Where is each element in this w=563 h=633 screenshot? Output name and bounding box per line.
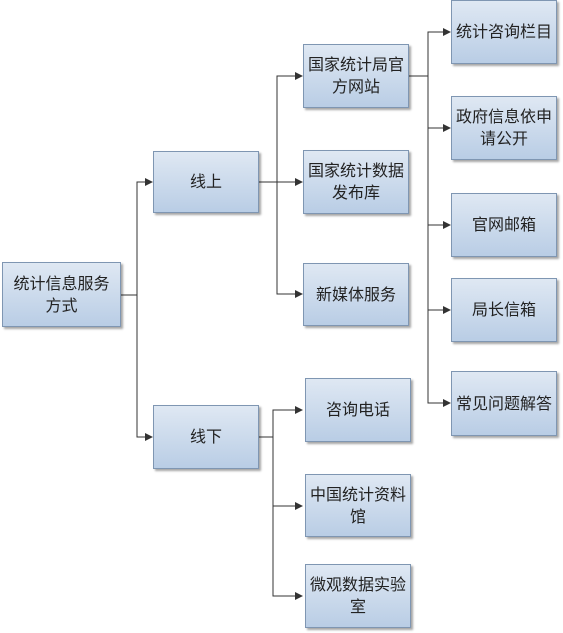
node-consult-column: 统计咨询栏目 (451, 0, 557, 64)
node-data-release-database-label: 国家统计数据发布库 (308, 161, 405, 202)
node-online-label: 线上 (189, 172, 222, 191)
node-root: 统计信息服务方式 (2, 262, 121, 327)
node-online: 线上 (153, 151, 259, 213)
connector-online-website (259, 72, 303, 183)
node-consult-phone-label: 咨询电话 (325, 400, 390, 419)
node-root-label: 统计信息服务方式 (13, 273, 110, 315)
node-faq-label: 常见问题解答 (456, 393, 553, 413)
node-offline-label: 线下 (189, 427, 222, 446)
connector-offline-lab (272, 506, 303, 600)
node-website-mailbox-label: 官网邮箱 (471, 215, 536, 234)
connector-website-mailbox (427, 128, 451, 229)
node-website-mailbox: 官网邮箱 (451, 193, 557, 257)
connector-website-consult (409, 28, 451, 77)
node-statistics-archive-label: 中国统计资料馆 (310, 484, 407, 526)
node-statistics-archive: 中国统计资料馆 (305, 474, 411, 537)
node-official-website-label: 国家统计局官方网站 (308, 55, 405, 96)
node-consult-phone: 咨询电话 (305, 378, 411, 442)
connector-online-newmedia (276, 182, 303, 298)
connector-offline-phone (259, 406, 303, 438)
connector-offline-archive (272, 410, 303, 510)
connector-root-online (121, 178, 153, 296)
node-info-disclosure-label: 政府信息依申请公开 (456, 107, 553, 148)
node-data-release-database: 国家统计数据发布库 (303, 150, 409, 214)
node-official-website: 国家统计局官方网站 (303, 44, 409, 108)
node-new-media-service-label: 新媒体服务 (315, 284, 396, 304)
connector-website-disclosure (427, 76, 451, 132)
node-micro-data-lab-label: 微观数据实验室 (310, 575, 407, 616)
node-faq: 常见问题解答 (451, 371, 557, 436)
connector-website-director (427, 225, 451, 314)
connector-root-offline (136, 295, 153, 441)
node-new-media-service: 新媒体服务 (303, 263, 409, 326)
node-info-disclosure: 政府信息依申请公开 (451, 96, 557, 160)
node-offline: 线下 (153, 405, 259, 469)
node-consult-column-label: 统计咨询栏目 (456, 22, 553, 41)
node-director-mailbox-label: 局长信箱 (471, 300, 536, 319)
connector-website-faq (427, 310, 451, 407)
node-micro-data-lab: 微观数据实验室 (305, 564, 411, 628)
node-director-mailbox: 局长信箱 (451, 278, 557, 342)
